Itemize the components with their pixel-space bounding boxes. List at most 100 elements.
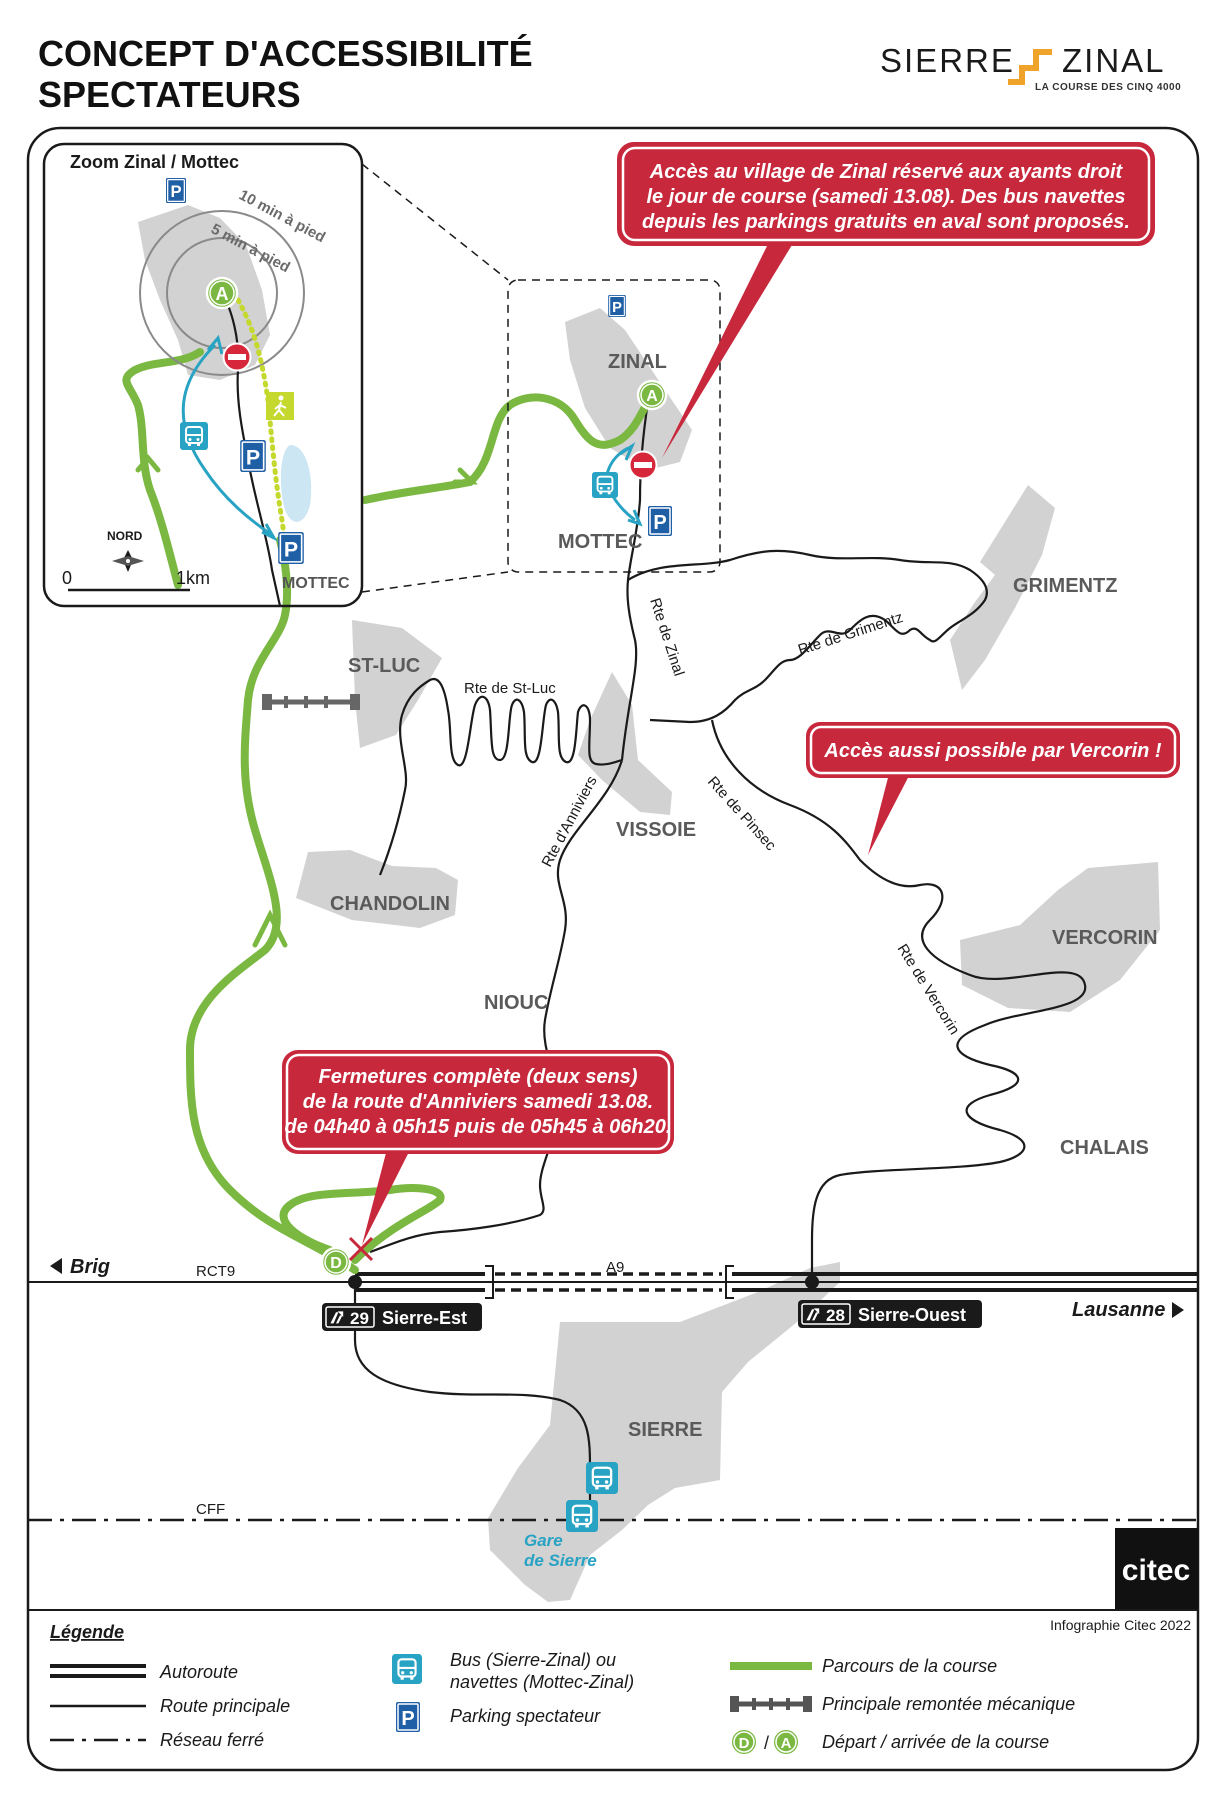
race-route-loop [279, 1184, 445, 1264]
callout-closure-pointer [362, 1130, 420, 1245]
callout-zinal-pointer [662, 240, 795, 458]
callout-vercorin-pointer [868, 770, 912, 855]
tunnel-portal-east [485, 1265, 494, 1299]
gare-bus-icon [566, 1500, 598, 1532]
road-pinsec [710, 719, 1087, 1282]
race-route-zinal [361, 393, 652, 504]
direction-lausanne-label: Lausanne [1072, 1299, 1165, 1321]
exit-east-number: 29 [350, 1309, 369, 1328]
legend-start-finish-label: Départ / arrivée de la course [822, 1732, 1049, 1752]
page-title-line1: CONCEPT D'ACCESSIBILITÉ [38, 33, 533, 74]
zoom-finish-marker-label: A [216, 284, 229, 304]
ski-lift [262, 694, 360, 710]
legend-parking-label: Parking spectateur [450, 1706, 601, 1726]
area-vercorin [960, 862, 1160, 1012]
zinal-finish-marker: A [636, 379, 668, 411]
credit-text: Infographie Citec 2022 [1050, 1617, 1191, 1633]
walk-radius-10 [139, 210, 305, 376]
legend-lift-label: Principale remontée mécanique [822, 1694, 1075, 1714]
place-niouc: NIOUC [484, 992, 548, 1014]
start-marker: D [320, 1246, 352, 1278]
legend-start-icon-label: D [739, 1735, 750, 1752]
exit-sierre-est: 29 Sierre-Est [322, 1303, 482, 1331]
road-label-rct9: RCT9 [196, 1263, 235, 1280]
road-label-cff: CFF [196, 1501, 225, 1518]
legend-bus-label-1: Bus (Sierre-Zinal) ou [450, 1650, 616, 1670]
page-title-line2: SPECTATEURS [38, 74, 301, 115]
map-frame [26, 126, 1200, 1772]
arrow-left-icon [50, 1258, 62, 1274]
race-direction-arrows [135, 454, 479, 948]
legend-bus-label-2: navettes (Mottec-Zinal) [450, 1672, 634, 1692]
zinal-no-entry-icon [628, 450, 658, 480]
place-chandolin: CHANDOLIN [330, 893, 450, 915]
zoom-connectors [361, 163, 721, 593]
logo-text-zinal: ZINAL [1062, 42, 1166, 79]
compass-north-label: NORD [107, 529, 143, 543]
zinal-shuttle-arrow-down [627, 509, 643, 527]
legend-autoroute-label: Autoroute [159, 1662, 238, 1682]
pedestrian-icon [266, 392, 294, 420]
callout-closure-line3: de 04h40 à 05h15 puis de 05h45 à 06h20. [285, 1116, 672, 1138]
zoom-mottec-label: MOTTEC [282, 575, 350, 592]
autoroute [28, 1265, 1198, 1299]
callout-zinal-line1: Accès au village de Zinal réservé aux ay… [649, 161, 1124, 183]
place-mottec: MOTTEC [558, 531, 642, 553]
callout-vercorin-line1: Accès aussi possible par Vercorin ! [823, 740, 1162, 762]
area-st-luc [352, 620, 442, 748]
citec-logo-text: citec [1122, 1554, 1190, 1587]
place-vissoie: VISSOIE [616, 819, 696, 841]
place-labels: ZINAL MOTTEC GRIMENTZ ST-LUC CHANDOLIN V… [330, 351, 1158, 1570]
legend-finish-icon-label: A [781, 1735, 792, 1752]
zoom-shuttle-path [181, 343, 273, 537]
compass-north-icon [112, 550, 144, 572]
road-label-st-luc: Rte de St-Luc [464, 680, 556, 697]
callout-vercorin: Accès aussi possible par Vercorin ! [806, 722, 1180, 855]
zinal-bus-icon [592, 472, 618, 498]
logo-stairs-icon [1008, 49, 1052, 85]
place-sierre: SIERRE [628, 1419, 702, 1441]
place-grimentz: GRIMENTZ [1013, 575, 1117, 597]
zoom-no-entry-icon [222, 342, 252, 372]
road-label-a9: A9 [606, 1259, 624, 1276]
callout-zinal-line2: le jour de course (samedi 13.08). Des bu… [646, 186, 1125, 208]
junction-sierre-ouest [805, 1275, 819, 1289]
legend-bus-icon [392, 1654, 422, 1684]
race-route-zoom [122, 348, 204, 589]
autoroute-tunnel [495, 1272, 722, 1292]
place-vercorin: VERCORIN [1052, 927, 1158, 949]
legend-rail-label: Réseau ferré [160, 1730, 264, 1750]
junction-sierre-est [348, 1275, 362, 1289]
area-chandolin [296, 850, 458, 928]
exit-west-number: 28 [826, 1306, 845, 1325]
direction-lausanne: Lausanne [1072, 1299, 1184, 1321]
place-gare-line2: de Sierre [524, 1551, 597, 1570]
exit-east-name: Sierre-Est [382, 1308, 467, 1328]
tunnel-portal-west [725, 1265, 734, 1299]
callout-closure-line1: Fermetures complète (deux sens) [319, 1066, 638, 1088]
area-grimentz [950, 485, 1055, 690]
place-gare-line1: Gare [524, 1531, 563, 1550]
zoom-parking-middle-icon [240, 440, 266, 472]
zinal-finish-marker-label: A [646, 388, 658, 405]
callout-zinal-line3: depuis les parkings gratuits en aval son… [642, 211, 1130, 233]
citec-logo: citec [1115, 1528, 1198, 1610]
direction-brig-label: Brig [70, 1256, 110, 1278]
zoom-title: Zoom Zinal / Mottec [70, 152, 239, 172]
sierre-zinal-logo: SIERRE ZINAL LA COURSE DES CINQ 4000 [880, 42, 1181, 93]
legend-start-finish-icons: D / A [730, 1728, 800, 1756]
road-st-luc [378, 677, 623, 876]
zoom-frame [42, 142, 364, 608]
logo-text-sierre: SIERRE [880, 42, 1015, 79]
zoom-bus-icon [180, 422, 208, 450]
direction-brig: Brig [50, 1256, 110, 1278]
autoroute-double-line [355, 1272, 1198, 1292]
legend-lift-swatch [730, 1696, 812, 1712]
legend: Légende Autoroute Route principale Résea… [50, 1622, 1075, 1756]
road-grimentz [627, 549, 988, 724]
place-zinal: ZINAL [608, 351, 667, 373]
sierre-bus-icon [586, 1462, 618, 1494]
legend-title: Légende [50, 1622, 124, 1642]
scale-label-0: 0 [62, 568, 72, 588]
place-st-luc: ST-LUC [348, 655, 420, 677]
